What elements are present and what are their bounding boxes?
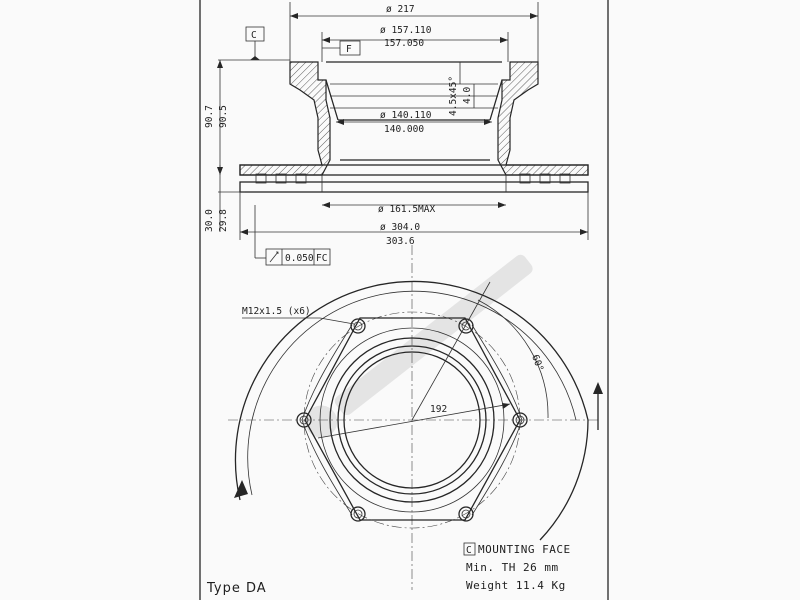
dim-bore-lower: 140.000 xyxy=(384,124,424,135)
note-mounting-face: MOUNTING FACE xyxy=(478,543,571,556)
dim-chamfer: 4.5x45° xyxy=(448,76,459,116)
dim-chamfer-depth: 4.0 xyxy=(462,87,473,104)
vent-slots xyxy=(255,173,571,184)
runout-icon xyxy=(269,251,279,263)
dim-pitch-circle: 192 xyxy=(430,404,447,415)
datum-c-note: C xyxy=(466,545,472,556)
dim-height-lower: 90.5 xyxy=(218,105,229,128)
datum-c: C xyxy=(251,30,257,41)
dim-thickness-lower: 29.8 xyxy=(218,209,229,232)
sheet-border xyxy=(199,0,609,600)
dim-disc-lower: 303.6 xyxy=(386,236,415,247)
rotation-arrow-left xyxy=(234,480,248,498)
front-view: M12x1.5 (x6) 192 60° xyxy=(228,245,603,590)
type-label: Type DA xyxy=(206,581,267,596)
notes-block: C MOUNTING FACE Min. TH 26 mm Weight 11.… xyxy=(463,542,571,592)
dim-angle: 60° xyxy=(529,353,545,373)
dim-bore-upper: ø 140.110 xyxy=(380,110,432,121)
dim-hat-lower: 157.050 xyxy=(384,38,424,49)
thread-callout: M12x1.5 (x6) xyxy=(242,306,311,317)
tolerance-ref: FC xyxy=(316,253,327,264)
tolerance-value: 0.050 xyxy=(285,253,314,264)
dim-height-upper: 90.7 xyxy=(204,105,215,128)
section-view: ø 217 ø 157.110 157.050 F C xyxy=(204,2,589,266)
bolt-holes xyxy=(296,318,528,522)
note-min-th: Min. TH 26 mm xyxy=(466,561,559,574)
note-weight: Weight 11.4 Kg xyxy=(466,579,566,592)
dim-inner-max: ø 161.5MAX xyxy=(378,204,435,215)
dim-disc-upper: ø 304.0 xyxy=(380,222,420,233)
dim-outer-flange: ø 217 xyxy=(386,4,415,15)
dim-thickness-upper: 30.0 xyxy=(204,209,215,232)
datum-f: F xyxy=(346,44,352,55)
rotation-arrow-right xyxy=(593,382,603,394)
dim-hat-upper: ø 157.110 xyxy=(380,25,432,36)
